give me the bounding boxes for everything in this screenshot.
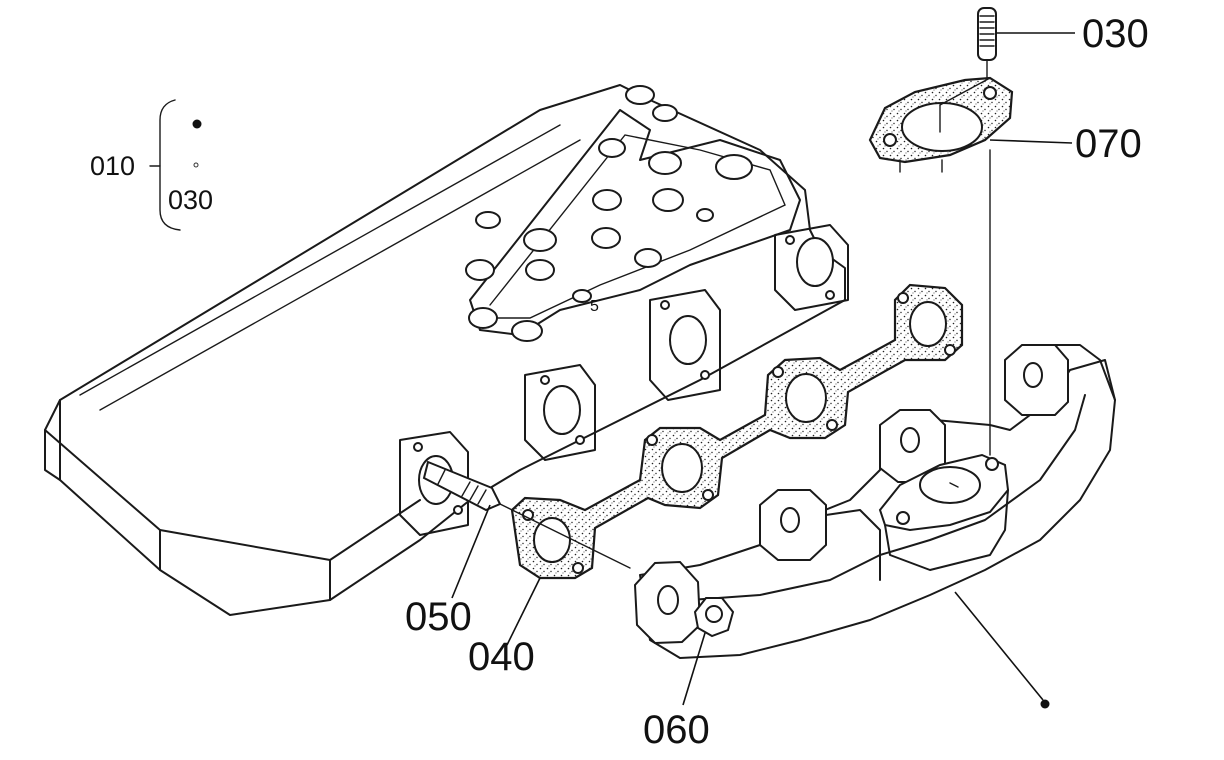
callout-030-stud: 030 — [1082, 12, 1149, 56]
callout-060-nut: 060 — [643, 708, 710, 752]
flange-gasket-070 — [868, 76, 1073, 456]
legend-bullet-010 — [192, 119, 202, 129]
cylinder-head — [44, 84, 849, 616]
head-mark: 5 — [590, 298, 599, 315]
callout-070-gasket: 070 — [1075, 122, 1142, 166]
stud-050 — [422, 460, 631, 599]
callout-050-stud: 050 — [405, 595, 472, 639]
callout-040-gasket: 040 — [468, 635, 535, 679]
legend-bracket — [149, 99, 202, 231]
callout-010-legend: 010 — [90, 151, 136, 181]
callout-030-legend: 030 — [168, 185, 214, 215]
manifold-bullet — [1040, 699, 1050, 709]
stud-030 — [977, 7, 1075, 89]
exhaust-manifold — [633, 344, 1116, 709]
legend-bullet-030 — [193, 162, 199, 168]
manifold-gasket-040 — [506, 283, 964, 646]
